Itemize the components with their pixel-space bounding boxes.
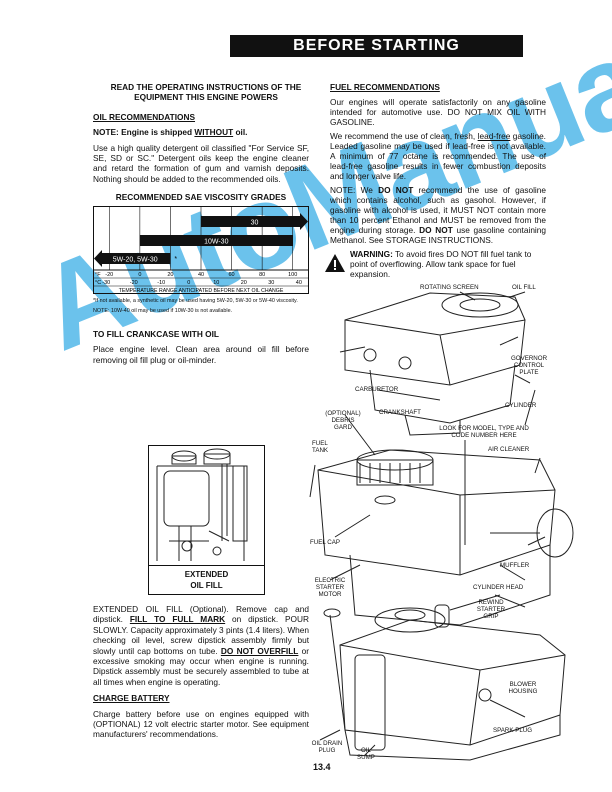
left-column: READ THE OPERATING INSTRUCTIONS OF THE E… xyxy=(93,82,309,371)
bar-5W-20, 5W-30 xyxy=(94,249,171,267)
c-unit: °C xyxy=(95,280,101,286)
f-tick-label: 80 xyxy=(259,272,265,278)
bar-10W-30 xyxy=(139,234,293,246)
bar-30 xyxy=(201,212,308,230)
text: We recommend the use of clean, fresh, xyxy=(330,131,478,141)
text: or excessive smoking may occur when engi… xyxy=(93,645,310,687)
emph: DO NOT xyxy=(419,225,453,235)
emph: lead-free xyxy=(477,131,511,141)
c-tick-label: 10 xyxy=(213,280,219,286)
label-oil-drain-plug: OIL DRAIN PLUG xyxy=(311,740,343,755)
right-column: FUEL RECOMMENDATIONS Our engines will op… xyxy=(325,82,546,279)
label-oil-fill: OIL FILL xyxy=(512,284,536,291)
emph: DO NOT xyxy=(378,185,414,195)
page-number: 13.4 xyxy=(313,762,331,772)
label-spark-plug: SPARK PLUG xyxy=(493,727,533,734)
note-text: oil. xyxy=(233,127,248,138)
label-model-number: LOOK FOR MODEL, TYPE AND CODE NUMBER HER… xyxy=(439,425,529,440)
label-blower-housing: BLOWER HOUSING xyxy=(508,681,538,696)
caption-line: EXTENDED xyxy=(184,570,229,579)
oil-fill-illustration xyxy=(156,448,248,561)
footnote: *If not available, a synthetic oil may b… xyxy=(93,298,298,305)
fuel-paragraph: Our engines will operate satisfactorily … xyxy=(330,97,546,127)
fuel-paragraph: We recommend the use of clean, fresh, le… xyxy=(330,131,546,181)
c-tick-label: -10 xyxy=(157,280,165,286)
battery-paragraph: Charge battery before use on engines equ… xyxy=(93,708,309,740)
caption-line: OIL FILL xyxy=(190,581,223,590)
oil-paragraph: Use a high quality detergent oil classif… xyxy=(93,142,309,184)
footnote: NOTE: 10W-40 oil may be used if 10W-30 i… xyxy=(93,308,233,315)
f-tick-label: 20 xyxy=(167,272,173,278)
intro-heading: READ THE OPERATING INSTRUCTIONS OF THE E… xyxy=(110,82,302,103)
f-tick-label: 0 xyxy=(138,272,141,278)
bar-label: 5W-20, 5W-30 xyxy=(113,256,158,263)
label-carburetor: CARBURETOR xyxy=(355,386,399,393)
battery-heading: CHARGE BATTERY xyxy=(93,693,170,704)
extended-oil-fill-figure: EXTENDED OIL FILL xyxy=(148,445,265,595)
left-column-bottom: EXTENDED OIL FILL (Optional). Remove cap… xyxy=(93,604,309,746)
text: EXTENDED OIL FILL (Optional). Remove cap… xyxy=(93,604,309,625)
oil-heading: OIL RECOMMENDATIONS xyxy=(93,111,196,122)
f-tick-label: 40 xyxy=(198,272,204,278)
chart-title: RECOMMENDED SAE VISCOSITY GRADES xyxy=(115,192,287,203)
f-tick-label: 60 xyxy=(229,272,235,278)
c-tick-label: 30 xyxy=(268,280,274,286)
f-unit: °F xyxy=(95,272,101,278)
c-tick-label: 20 xyxy=(241,280,247,286)
fill-paragraph: Place engine level. Clean area around oi… xyxy=(93,344,309,365)
figure-caption: EXTENDED OIL FILL xyxy=(149,565,264,594)
label-electric-starter: ELECTRIC STARTER MOTOR xyxy=(314,577,346,599)
footnote-mark: * xyxy=(174,256,177,263)
fuel-note: NOTE: We DO NOT recommend the use of gas… xyxy=(330,185,546,245)
label-cylinder: CYLINDER xyxy=(505,402,537,409)
c-tick-label: 0 xyxy=(187,280,190,286)
warning-text: To avoid fires DO NOT fill fuel tank to … xyxy=(350,249,532,279)
text: gasoline. Leaded gasoline may be used if… xyxy=(330,131,546,181)
extended-oil-fill-paragraph: EXTENDED OIL FILL (Optional). Remove cap… xyxy=(93,604,309,687)
label-muffler: MUFFLER xyxy=(500,562,530,569)
emph: FILL TO FULL MARK xyxy=(129,614,226,625)
emph: DO NOT OVERFILL xyxy=(220,645,299,656)
label-oil-sump: OIL SUMP xyxy=(357,747,375,762)
fuel-heading: FUEL RECOMMENDATIONS xyxy=(330,82,440,92)
note-text: NOTE: Engine is shipped xyxy=(93,127,195,138)
oil-note: NOTE: Engine is shipped WITHOUT oil. xyxy=(93,127,309,137)
label-fuel-cap: FUEL CAP xyxy=(310,539,341,546)
bar-label: 10W-30 xyxy=(204,238,228,245)
label-rotating-screen: ROTATING SCREEN xyxy=(420,284,479,291)
x-axis-label: TEMPERATURE RANGE ANTICIPATED BEFORE NEX… xyxy=(119,288,284,294)
label-governor: GOVERNOR CONTROL PLATE xyxy=(510,355,548,377)
label-rewind-starter: REWIND STARTER GRIP xyxy=(476,599,506,621)
label-crankshaft: CRANKSHAFT xyxy=(379,409,421,416)
c-tick-label: 40 xyxy=(296,280,302,286)
text: on dipstick. POUR SLOWLY. Capacity appro… xyxy=(93,614,309,656)
fill-heading: TO FILL CRANKCASE WITH OIL xyxy=(93,329,219,340)
f-tick-label: 100 xyxy=(288,272,297,278)
label-fuel-tank: FUEL TANK xyxy=(312,440,329,455)
text: NOTE: We xyxy=(330,185,379,195)
label-debris-gard: (OPTIONAL) DEBRIS GARD xyxy=(325,410,361,432)
warning-label: WARNING: xyxy=(350,249,393,259)
warning-icon xyxy=(325,254,345,272)
warning: WARNING: To avoid fires DO NOT fill fuel… xyxy=(325,249,546,279)
c-tick-label: -20 xyxy=(130,280,138,286)
c-tick-label: -30 xyxy=(102,280,110,286)
label-cylinder-head: CYLINDER HEAD xyxy=(473,584,524,591)
label-air-cleaner: AIR CLEANER xyxy=(488,446,530,453)
note-emph: WITHOUT xyxy=(194,127,234,138)
f-tick-label: -20 xyxy=(105,272,113,278)
bar-label: 30 xyxy=(251,219,259,226)
text: use gasoline containing Methanol. See ST… xyxy=(330,225,547,245)
text: recommend the use of gasoline which cont… xyxy=(330,185,547,235)
engine-illustration xyxy=(309,291,574,761)
page-title: BEFORE STARTING xyxy=(230,35,523,57)
